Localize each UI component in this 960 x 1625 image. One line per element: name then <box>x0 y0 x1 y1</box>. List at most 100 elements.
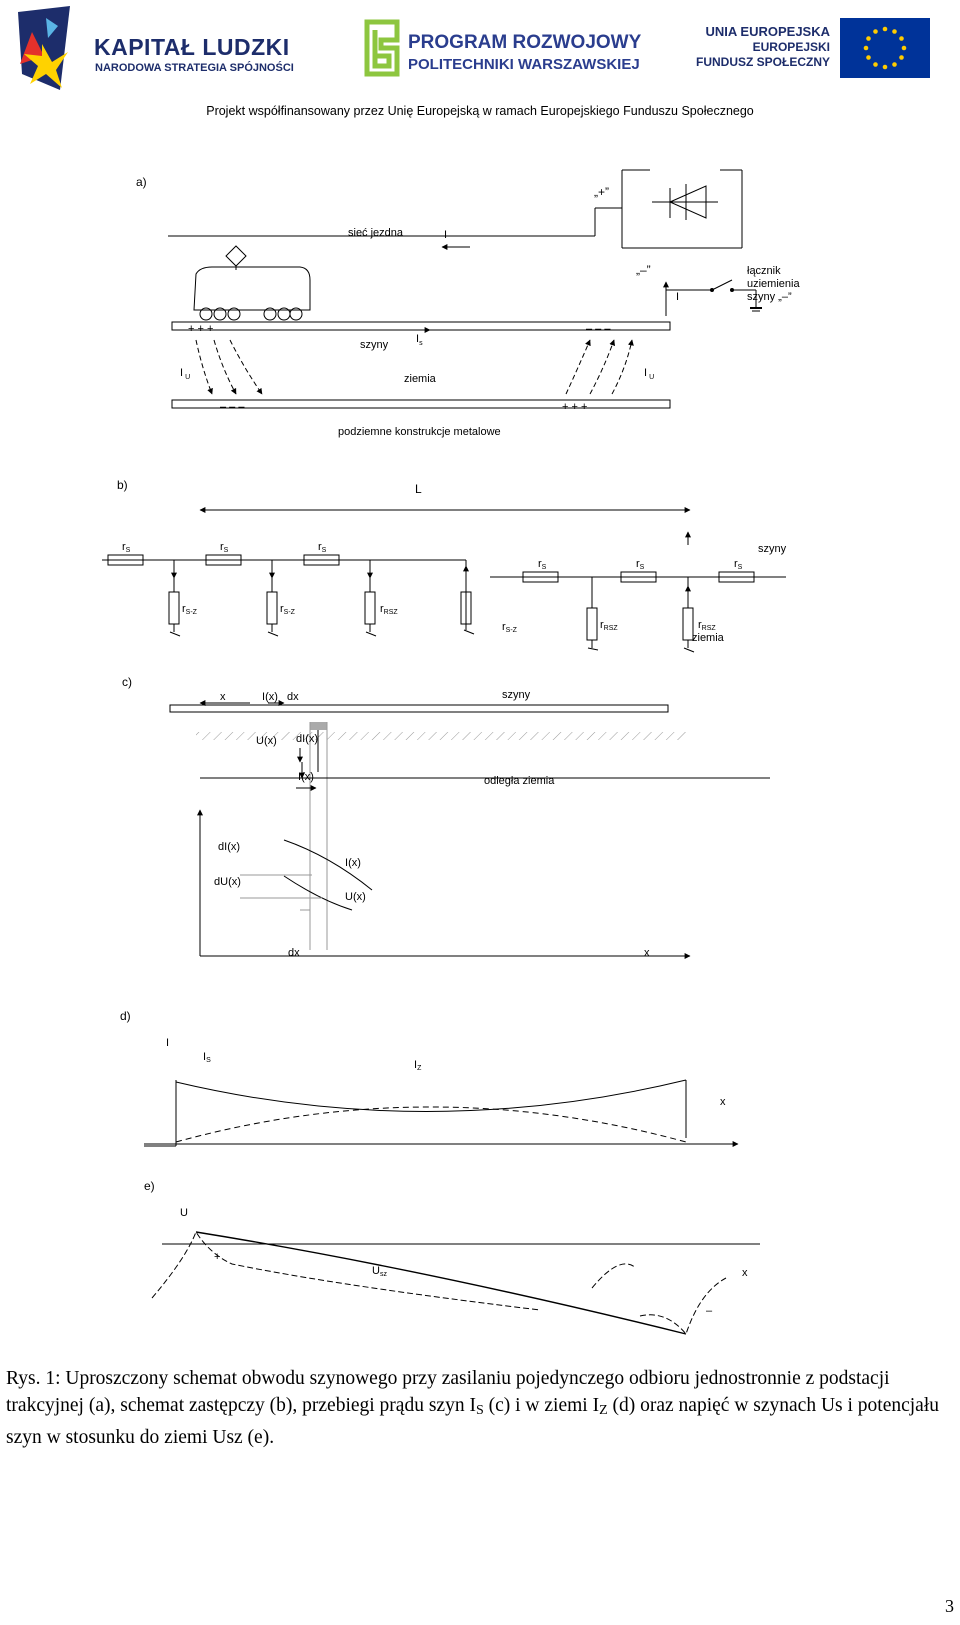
panel-b: b) L szyny rS rS rS rS rS rS <box>102 478 787 653</box>
ziemia-b-label: ziemia <box>692 632 725 644</box>
d-I-label: I <box>166 1037 169 1049</box>
siec-jezdna-label: sieć jezdna <box>348 227 404 239</box>
eu-star-icon <box>882 64 888 70</box>
c-rail-bar <box>169 704 669 713</box>
e-us-curve <box>195 1231 687 1335</box>
svg-text:rS: rS <box>636 558 645 571</box>
plus-terminal-label: „+” <box>594 185 609 199</box>
panel-b-label: b) <box>117 478 128 492</box>
e-x-label: x <box>742 1267 748 1279</box>
svg-text:rS: rS <box>122 541 131 554</box>
panel-c: c) x I(x) dx szyny U(x) dI(x) I(x) odleg… <box>122 675 770 959</box>
figure-caption: Rys. 1: Uproszczony schemat obwodu szyno… <box>6 1368 940 1448</box>
switch-label-1: łącznik <box>747 265 781 277</box>
e-minus-label: – <box>706 1305 713 1317</box>
c-odlegla-label: odległa ziemia <box>484 775 555 787</box>
c-szyny-label: szyny <box>502 689 531 701</box>
diode-symbol <box>652 184 718 220</box>
svg-text:rS-Z: rS-Z <box>182 603 198 616</box>
current-label: I <box>444 229 447 241</box>
svg-text:rS: rS <box>538 558 547 571</box>
panel-e: e) U + Usz x – <box>144 1179 760 1336</box>
eu-star-icon <box>866 55 871 60</box>
svg-text:rRSZ: rRSZ <box>698 619 716 632</box>
kapital-ludzki-subtitle: NARODOWA STRATEGIA SPÓJNOŚCI <box>95 62 294 74</box>
is-label: Is <box>416 333 423 347</box>
leakage-arrows-right <box>565 339 634 395</box>
leakage-resistors <box>168 560 695 653</box>
d-is-curve <box>175 1079 687 1112</box>
rail-minus-signs: – – – <box>586 323 611 335</box>
c-x-axis-label: x <box>644 947 650 959</box>
eu-star-icon <box>873 62 878 67</box>
c-is-curve <box>283 839 373 891</box>
d-is-label: IS <box>203 1051 211 1064</box>
e-usz-curve <box>151 1230 541 1311</box>
panel-d-label: d) <box>120 1009 131 1023</box>
c-dus-curve-label: dU(x) <box>214 876 241 888</box>
c-is-curve-label: I(x) <box>345 857 361 869</box>
podziemne-label: podziemne konstrukcje metalowe <box>338 426 501 438</box>
svg-text:rRSZ: rRSZ <box>600 619 618 632</box>
svg-text:rS: rS <box>318 541 327 554</box>
circuit-figure: a) „+” <box>102 169 800 1336</box>
c-us-label: U(x) <box>256 735 277 747</box>
eu-line2: EUROPEJSKI <box>752 40 830 54</box>
program-line1: PROGRAM ROZWOJOWY <box>408 32 642 53</box>
switch-label-3: szyny „–” <box>747 291 792 303</box>
leakage-arrows-left <box>195 339 263 395</box>
eu-star-icon <box>863 45 869 51</box>
panel-a: a) „+” <box>136 169 800 438</box>
rail-resistors <box>107 554 755 583</box>
eu-line3: FUNDUSZ SPOŁECZNY <box>695 55 830 69</box>
c-dis-curve-label: dI(x) <box>218 841 240 853</box>
eu-star-icon <box>892 29 897 34</box>
e-plus-label: + <box>214 1251 220 1263</box>
svg-text:rS: rS <box>220 541 229 554</box>
return-current-label: I <box>676 291 679 303</box>
structure-plus-signs: + + + <box>562 401 587 413</box>
program-rozwojowy-logo: PROGRAM ROZWOJOWY POLITECHNIKI WARSZAWSK… <box>363 18 643 78</box>
svg-text:rS: rS <box>734 558 743 571</box>
train-symbol <box>193 245 311 321</box>
c-dx-axis-label: dx <box>288 947 300 959</box>
panel-e-label: e) <box>144 1179 155 1193</box>
d-iz-curve <box>175 1106 687 1143</box>
c-dx-label: dx <box>287 691 299 703</box>
eu-star-icon <box>866 36 871 41</box>
svg-text:rS-Z: rS-Z <box>502 621 518 634</box>
eu-star-icon <box>892 62 897 67</box>
c-iz-label: I(x) <box>298 771 314 783</box>
d-x-label: x <box>720 1096 726 1108</box>
panel-a-label: a) <box>136 175 147 189</box>
structure-minus-signs: – – – <box>220 401 245 413</box>
underground-structure-bar <box>171 399 671 409</box>
c-dx-element <box>310 722 327 730</box>
eu-logo: UNIA EUROPEJSKA EUROPEJSKI FUNDUSZ SPOŁE… <box>696 18 930 78</box>
svg-text:rRSZ: rRSZ <box>380 603 398 616</box>
eu-star-icon <box>873 29 878 34</box>
panel-c-label: c) <box>122 675 132 689</box>
minus-terminal-label: „–” <box>636 263 651 277</box>
c-is-dx-label: I(x) <box>262 691 278 703</box>
c-soil-hatch <box>196 732 686 740</box>
rsz-labels: rS-Z rS-Z rRSZ rS-Z rRSZ rRSZ <box>182 603 716 634</box>
rs-labels: rS rS rS rS rS rS <box>122 541 743 571</box>
ziemia-label: ziemia <box>404 373 437 385</box>
c-x-label: x <box>220 691 226 703</box>
kapital-ludzki-title: KAPITAŁ LUDZKI <box>94 34 290 60</box>
program-line2: POLITECHNIKI WARSZAWSKIEJ <box>408 56 640 73</box>
length-label: L <box>415 482 422 496</box>
kapital-ludzki-logo: KAPITAŁ LUDZKI NARODOWA STRATEGIA SPÓJNO… <box>12 4 312 92</box>
project-cofinancing-line: Projekt współfinansowany przez Unię Euro… <box>206 104 754 118</box>
eu-star-icon <box>882 26 888 32</box>
page-number: 3 <box>945 1596 954 1616</box>
panel-d: d) I IS IZ x <box>120 1009 739 1147</box>
grounding-switch-symbol <box>666 279 762 312</box>
eu-star-icon <box>899 36 904 41</box>
switch-label-2: uziemienia <box>747 278 800 290</box>
kapital-ludzki-emblem-icon <box>18 6 70 90</box>
